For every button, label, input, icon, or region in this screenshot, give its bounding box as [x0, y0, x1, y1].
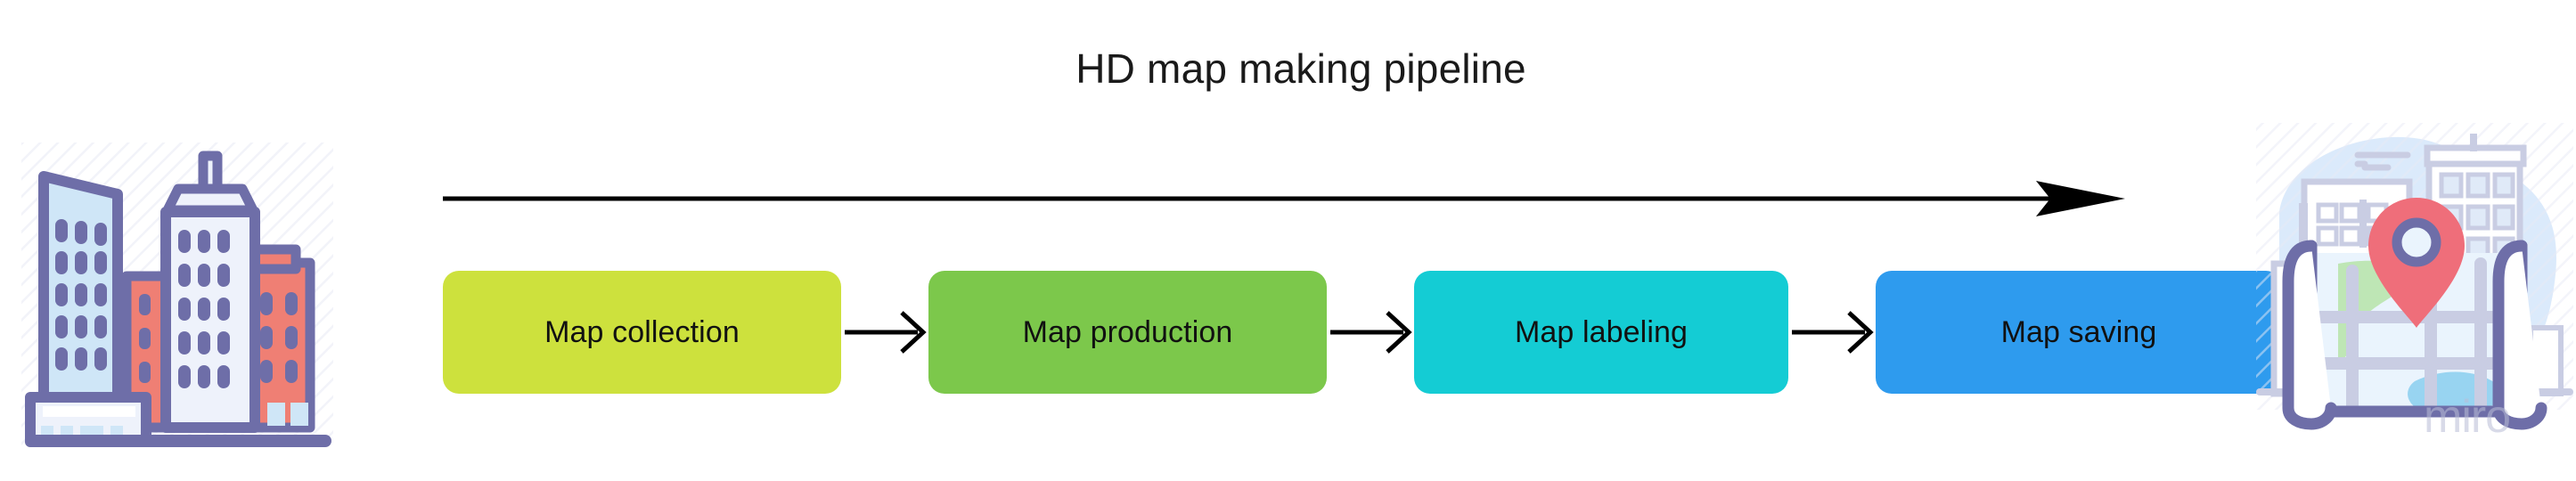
connector-arrow-3	[1788, 306, 1876, 359]
stage-label: Map saving	[2000, 314, 2157, 349]
stage-box-map-saving[interactable]: Map saving	[1876, 271, 2282, 394]
stage-label: Map labeling	[1515, 314, 1688, 349]
stage-label: Map production	[1022, 314, 1233, 349]
stage-box-map-labeling[interactable]: Map labeling	[1414, 271, 1788, 394]
pipeline-stage-row: Map collection Map production Map labeli…	[443, 270, 2282, 395]
connector-arrow-2	[1327, 306, 1414, 359]
stage-label: Map collection	[544, 314, 740, 349]
stage-box-map-collection[interactable]: Map collection	[443, 271, 841, 394]
progress-arrow	[441, 169, 2134, 232]
rolled-map-pin-icon	[2253, 114, 2576, 456]
page-title: HD map making pipeline	[1075, 45, 1526, 92]
stage-box-map-production[interactable]: Map production	[928, 271, 1327, 394]
city-buildings-icon	[12, 134, 342, 454]
connector-arrow-1	[841, 306, 928, 359]
